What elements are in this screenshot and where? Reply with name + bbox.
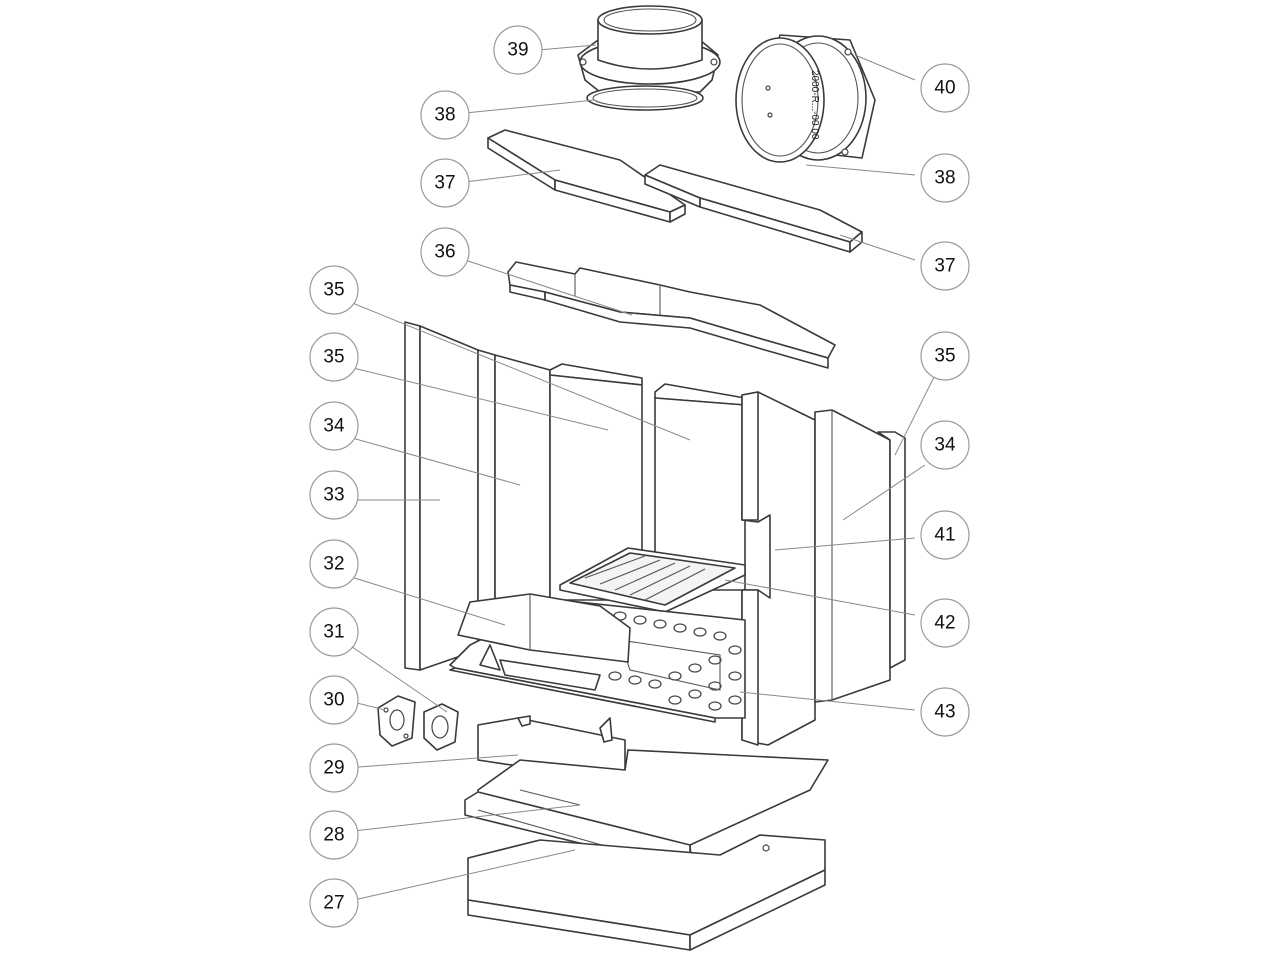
part-35-side-panel-right-back [877,431,906,669]
callout-label-28: 28 [323,825,344,846]
callout-36: 36 [420,227,470,277]
callout-34-right: 34 [920,420,970,470]
callout-label-40: 40 [934,78,955,99]
callout-43: 43 [920,687,970,737]
callout-27: 27 [309,878,359,928]
part-34-side-panel-right [814,409,891,703]
callout-38-right: 38 [920,153,970,203]
callout-35-upper: 35 [309,265,359,315]
callout-label-38-top: 38 [434,105,455,126]
callout-35-right: 35 [920,331,970,381]
part-37-baffle-plate-right [644,164,863,253]
callout-39: 39 [493,25,543,75]
part-39-flue-collar [577,5,721,93]
callout-28: 28 [309,810,359,860]
callout-label-41: 41 [934,525,955,546]
callout-label-36: 36 [434,242,455,263]
part-33-side-panel-left-outer [404,321,479,671]
callout-label-37-right: 37 [934,256,955,277]
part-40-round-flue-adaptor: 2000-R...-00 00 [735,34,876,163]
callout-29: 29 [309,743,359,793]
callout-33: 33 [309,470,359,520]
part-35-back-panel-right [654,383,746,591]
callout-label-34-left: 34 [323,416,345,437]
callout-label-42: 42 [934,613,955,634]
part-38-gasket-ring-top [586,85,704,111]
part-41-side-panel-right-front [741,391,816,746]
callout-37-left: 37 [420,158,470,208]
part-27-base-tray [467,834,826,951]
part-36-deflector [507,261,836,369]
callout-40: 40 [920,63,970,113]
callout-38-top: 38 [420,90,470,140]
callout-label-29: 29 [323,758,344,779]
callout-label-30: 30 [323,690,344,711]
leader-lines [344,44,936,903]
callout-label-35-right: 35 [934,346,955,367]
part-37-baffle-plate-left [487,129,686,223]
callout-42: 42 [920,598,970,648]
callout-35-middle: 35 [309,332,359,382]
callout-32: 32 [309,539,359,589]
callout-label-34-right: 34 [934,435,956,456]
callout-label-35-middle: 35 [323,347,344,368]
part-40-stamp-text: 2000-R...-00 00 [809,70,820,140]
callout-label-37-left: 37 [434,173,455,194]
callout-label-38-right: 38 [934,168,955,189]
callout-34-left: 34 [309,401,359,451]
callout-label-39: 39 [507,40,528,61]
callout-label-27: 27 [323,893,344,914]
part-31-gasket [423,703,459,751]
callout-31: 31 [309,607,359,657]
part-30-cover-plate [377,695,416,747]
callout-label-32: 32 [323,554,344,575]
callout-37-right: 37 [920,241,970,291]
callout-label-43: 43 [934,702,955,723]
callout-41: 41 [920,510,970,560]
part-32-log-retainer [457,593,631,691]
callout-label-33: 33 [323,485,344,506]
callout-30: 30 [309,675,359,725]
callout-label-35-upper: 35 [323,280,344,301]
callout-label-31: 31 [323,622,344,643]
part-42-grate [559,547,746,613]
